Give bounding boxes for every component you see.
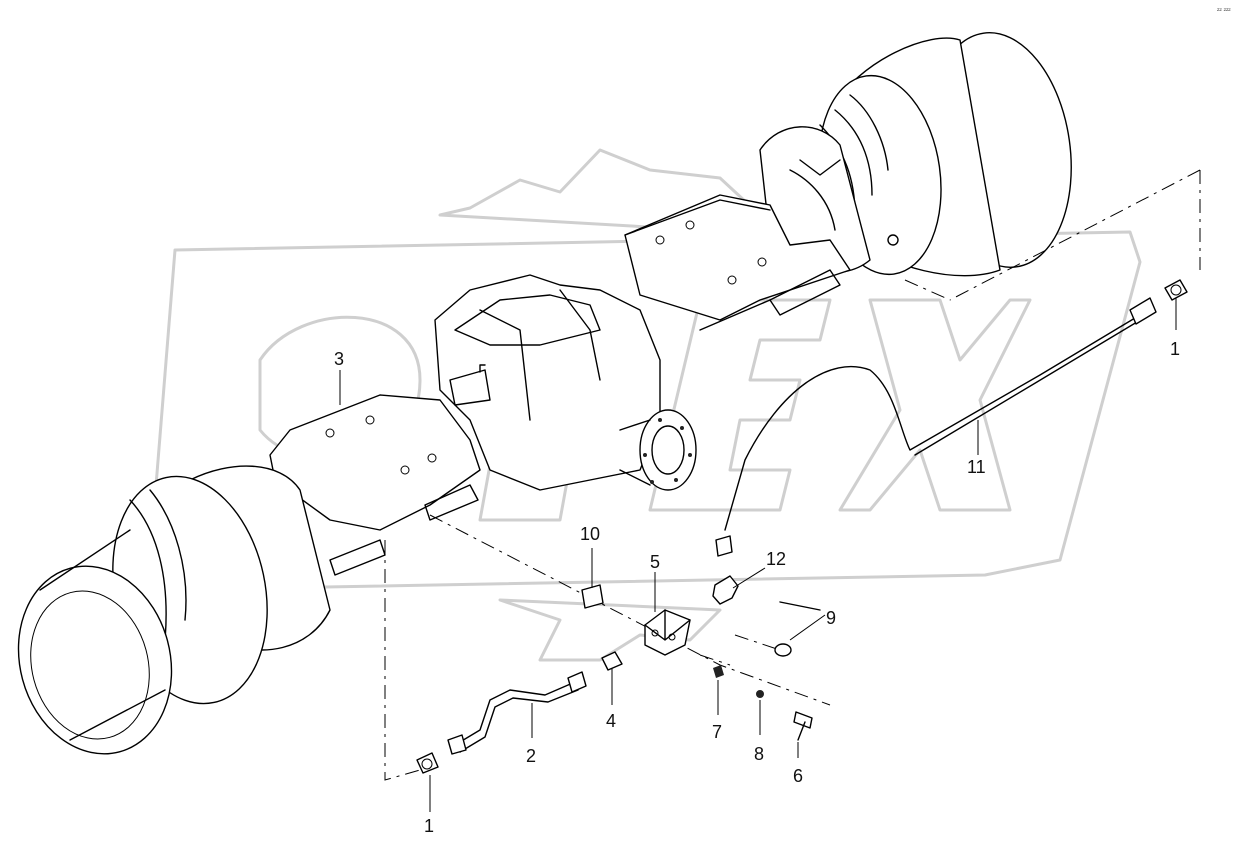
callout-labels: 1 1 2 3 4 5 6 7 8 9 10 11 12 (334, 339, 1180, 836)
callout-12: 12 (766, 549, 786, 569)
brake-pipe-long (724, 314, 1141, 531)
callout-1-left: 1 (424, 816, 434, 836)
nut (713, 665, 724, 678)
elbow-fitting (712, 575, 739, 605)
callout-2: 2 (526, 746, 536, 766)
brake-pipe-short (454, 681, 576, 746)
label-plate (581, 584, 604, 609)
left-wheel-hub (17, 465, 331, 755)
axle-assembly (17, 32, 1072, 755)
callout-3: 3 (334, 349, 344, 369)
lock-washer (756, 690, 764, 698)
callout-10: 10 (580, 524, 600, 544)
leader-lines (339, 298, 1177, 812)
brake-line-parts (416, 279, 1188, 774)
callout-6: 6 (793, 766, 803, 786)
bolt (793, 711, 813, 729)
right-axle-housing (624, 194, 851, 331)
fitting-right (1164, 279, 1188, 301)
callout-9: 9 (826, 608, 836, 628)
center-lines (384, 169, 1201, 781)
right-wheel-hub (759, 32, 1072, 277)
callout-4: 4 (606, 711, 616, 731)
callout-1-right: 1 (1170, 339, 1180, 359)
callout-8: 8 (754, 744, 764, 764)
callout-11: 11 (967, 457, 986, 477)
left-axle-housing (269, 394, 481, 576)
washer (774, 643, 792, 657)
corner-code: ²² ²²² (1217, 8, 1231, 15)
fitting-left (416, 752, 439, 774)
callout-7: 7 (712, 722, 722, 742)
adapter-fitting (601, 651, 623, 671)
callout-5: 5 (650, 552, 660, 572)
differential-housing (434, 274, 697, 491)
